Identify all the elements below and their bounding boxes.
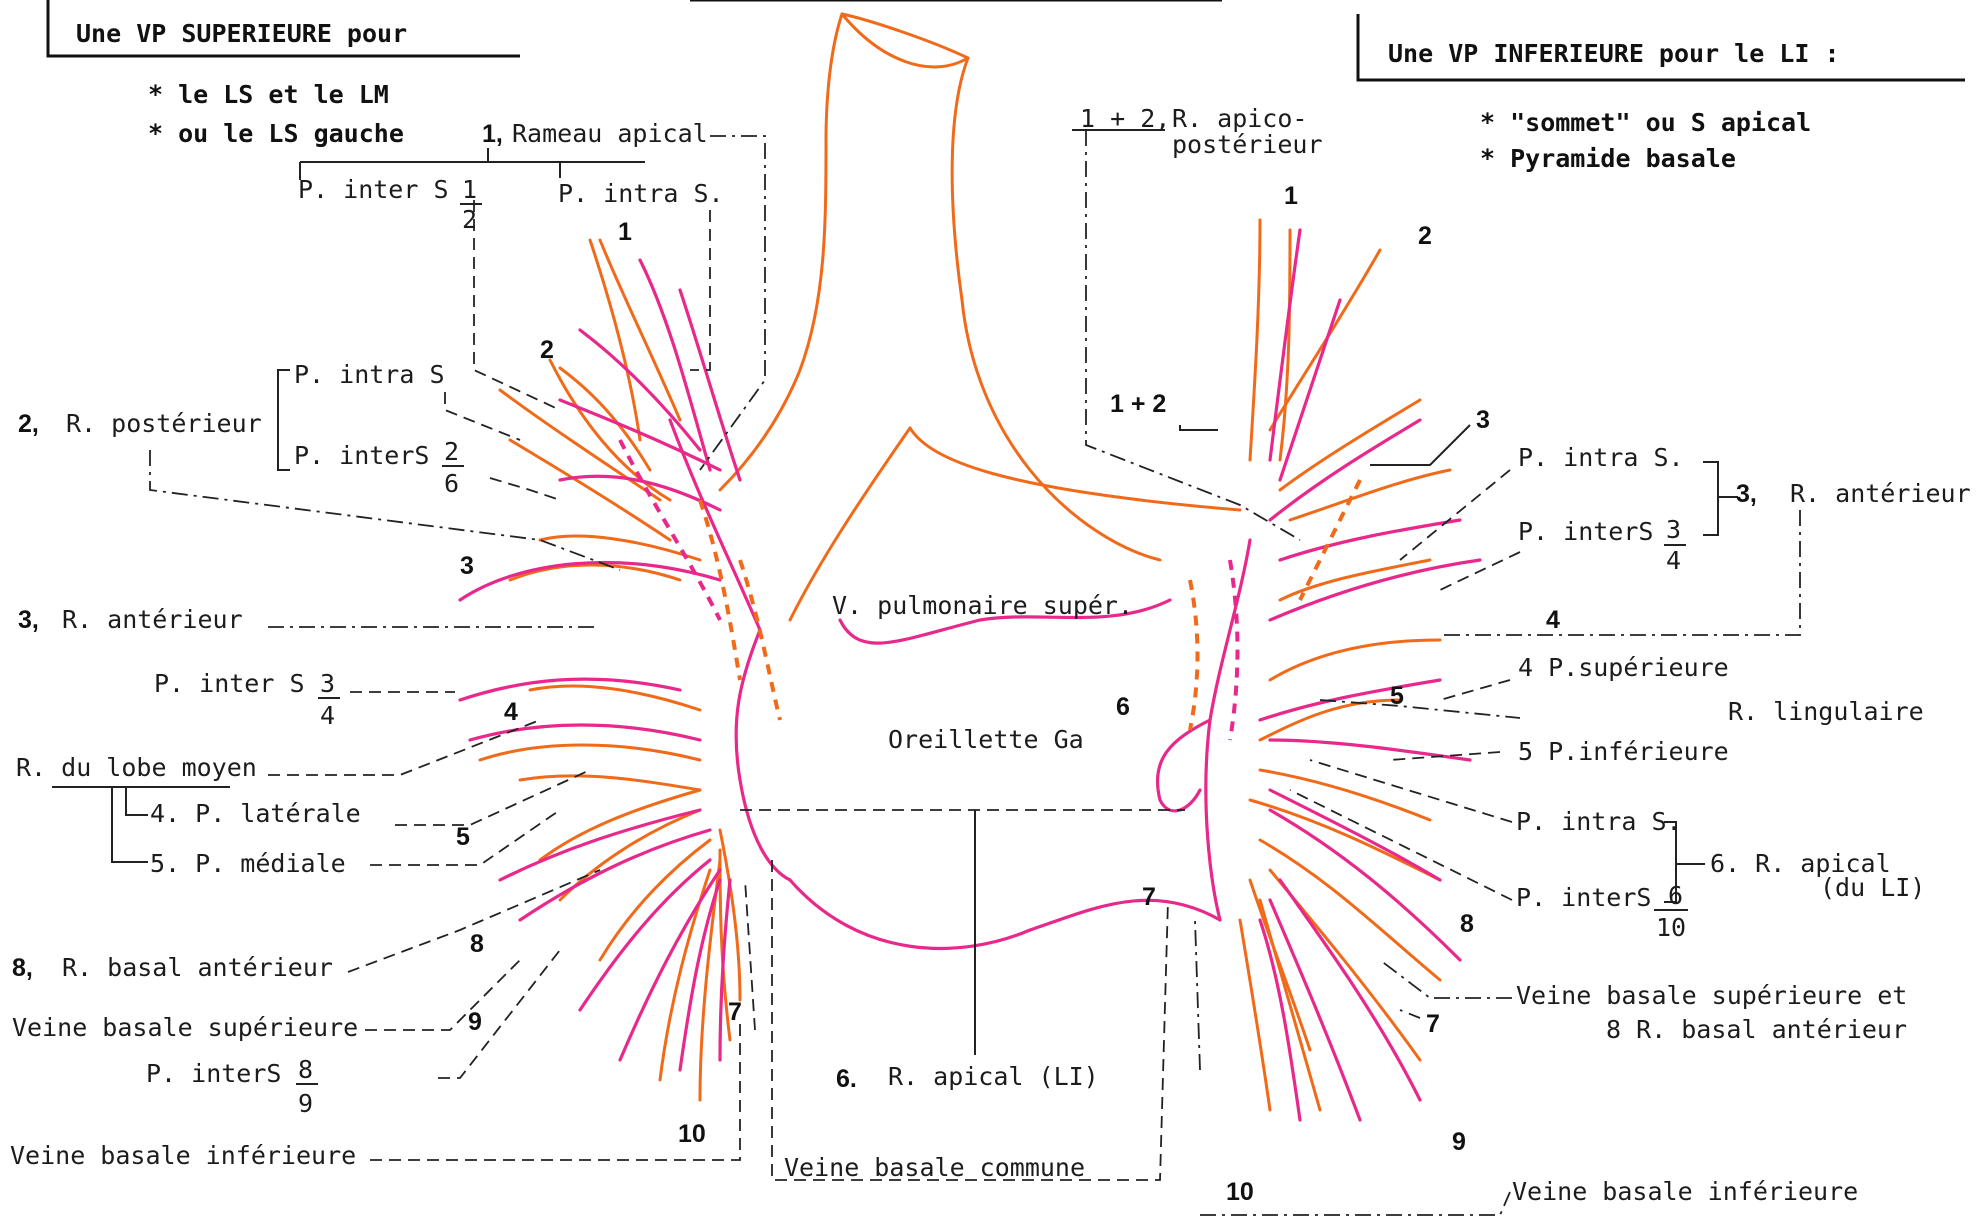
left-posterior-number: 2, bbox=[18, 410, 39, 438]
left-frac-3-den: 4 bbox=[320, 701, 335, 730]
left-header-title: Une VP SUPERIEURE pour bbox=[76, 19, 407, 48]
center-number-7: 7 bbox=[1142, 883, 1156, 911]
left-posterior-label: R. postérieur bbox=[66, 409, 262, 438]
left-basal-number: 8, bbox=[12, 954, 33, 982]
right-intra-s-6: P. intra S. bbox=[1516, 807, 1682, 836]
right-anterior-label: R. antérieur bbox=[1790, 479, 1971, 508]
right-frac-3-den: 4 bbox=[1666, 546, 1681, 575]
right-seg-number: 3 bbox=[1476, 406, 1490, 434]
left-branch-tree bbox=[460, 240, 780, 1100]
right-intra-s-3: P. intra S. bbox=[1518, 443, 1684, 472]
right-lingular: R. lingulaire bbox=[1728, 697, 1924, 726]
left-seg-number: 1 bbox=[618, 218, 632, 246]
right-seg-number: 2 bbox=[1418, 222, 1432, 250]
left-anterior-number: 3, bbox=[18, 606, 39, 634]
right-seg-number: 4 bbox=[1546, 606, 1560, 634]
left-seg-number: 10 bbox=[678, 1120, 706, 1148]
superior-vein-label: V. pulmonaire supér. bbox=[832, 591, 1133, 620]
right-seg-number: 1 bbox=[1284, 182, 1298, 210]
left-middle-lobe: R. du lobe moyen bbox=[16, 753, 257, 782]
left-frac-3-num: 3 bbox=[320, 669, 335, 698]
right-inter-s-3: P. interS bbox=[1518, 517, 1653, 546]
left-frac-2-den: 6 bbox=[444, 469, 459, 498]
left-inter-s-3: P. inter S bbox=[154, 669, 305, 698]
right-seg-number: 8 bbox=[1460, 910, 1474, 938]
left-header-item-2: * ou le LS gauche bbox=[148, 119, 404, 148]
right-sup-basal-2: 8 R. basal antérieur bbox=[1606, 1015, 1907, 1044]
left-seg-number: 2 bbox=[540, 336, 554, 364]
right-branch-tree bbox=[1190, 220, 1480, 1120]
right-seg-12: 1 + 2 bbox=[1110, 390, 1166, 418]
left-apical-label: Rameau apical bbox=[512, 119, 708, 148]
right-apico-label-1: R. apico- bbox=[1172, 104, 1307, 133]
center-apical-number: 6. bbox=[836, 1065, 857, 1093]
left-inter-s-2: P. interS bbox=[294, 441, 429, 470]
atrium-and-superior-vein bbox=[670, 14, 1250, 948]
right-header-item-2: * Pyramide basale bbox=[1480, 144, 1736, 173]
left-frac-8-den: 9 bbox=[298, 1089, 313, 1118]
right-apico-label-2: postérieur bbox=[1172, 130, 1323, 159]
right-seg-number: 10 bbox=[1226, 1178, 1254, 1206]
right-frac-3-num: 3 bbox=[1666, 515, 1681, 544]
left-frac-2-num: 2 bbox=[444, 437, 459, 466]
right-header: Une VP INFERIEURE pour le LI : * "sommet… bbox=[1358, 14, 1965, 173]
center-number-6: 6 bbox=[1116, 693, 1130, 721]
right-sup-part: 4 P.supérieure bbox=[1518, 653, 1729, 682]
left-leader-lines bbox=[52, 136, 765, 1160]
right-anterior-number: 3, bbox=[1736, 480, 1757, 508]
left-seg-number: 5 bbox=[456, 823, 470, 851]
right-seg-number: 5 bbox=[1390, 682, 1404, 710]
left-apical-number: 1, bbox=[482, 120, 503, 148]
left-seg-number: 7 bbox=[728, 998, 742, 1026]
left-frac-8-num: 8 bbox=[298, 1055, 313, 1084]
left-inter-s-8: P. interS bbox=[146, 1059, 281, 1088]
right-inf-basal: Veine basale inférieure bbox=[1512, 1177, 1858, 1206]
center-labels: V. pulmonaire supér. Oreillette Ga 6 7 6… bbox=[784, 591, 1156, 1182]
left-seg-number: 3 bbox=[460, 552, 474, 580]
right-sup-basal-1: Veine basale supérieure et bbox=[1516, 981, 1907, 1010]
right-apical-6b: (du LI) bbox=[1820, 873, 1925, 902]
center-apical-label: R. apical (LI) bbox=[888, 1062, 1099, 1091]
right-inter-s-6: P. interS bbox=[1516, 883, 1651, 912]
left-anterior-label: R. antérieur bbox=[62, 605, 243, 634]
left-frac-1-num: 1 bbox=[462, 175, 477, 204]
center-leader-lines bbox=[740, 810, 1185, 1180]
common-basal-vein: Veine basale commune bbox=[784, 1153, 1085, 1182]
right-labels: 1 + 2, R. apico- postérieur 1 + 2 P. int… bbox=[1080, 104, 1971, 1206]
left-frac-1-den: 2 bbox=[462, 205, 477, 234]
atrium-label: Oreillette Ga bbox=[888, 725, 1084, 754]
left-header-item-1: * le LS et le LM bbox=[148, 80, 389, 109]
right-inf-part: 5 P.inférieure bbox=[1518, 737, 1729, 766]
right-apico-number: 1 + 2, bbox=[1080, 104, 1170, 133]
left-lateral: 4. P. latérale bbox=[150, 799, 361, 828]
left-intra-s-1: P. intra S. bbox=[558, 179, 724, 208]
right-frac-6-den: 10 bbox=[1656, 913, 1686, 942]
right-header-title: Une VP INFERIEURE pour le LI : bbox=[1388, 39, 1840, 68]
right-seg-number: 9 bbox=[1452, 1128, 1466, 1156]
left-intra-s-2: P. intra S bbox=[294, 360, 445, 389]
right-frac-6-num: 6 bbox=[1668, 881, 1683, 910]
left-sup-basal-vein: Veine basale supérieure bbox=[12, 1013, 358, 1042]
left-inter-s-1: P. inter S bbox=[298, 175, 449, 204]
left-segment-numbers: 1 2 3 4 5 8 9 7 10 bbox=[456, 218, 742, 1148]
right-num-7: 7 bbox=[1426, 1010, 1440, 1038]
left-seg-number: 9 bbox=[468, 1008, 482, 1036]
left-medial: 5. P. médiale bbox=[150, 849, 346, 878]
left-seg-number: 4 bbox=[504, 698, 518, 726]
left-seg-number: 8 bbox=[470, 930, 484, 958]
left-basal-label: R. basal antérieur bbox=[62, 953, 333, 982]
left-inf-basal-vein: Veine basale inférieure bbox=[10, 1141, 356, 1170]
right-header-item-1: * "sommet" ou S apical bbox=[1480, 108, 1811, 137]
